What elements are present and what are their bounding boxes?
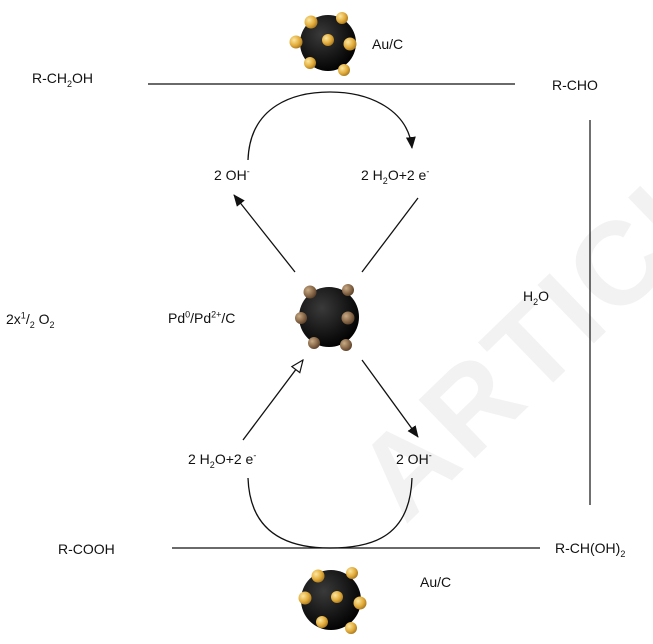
arrow-to-pd-open bbox=[242, 360, 303, 441]
hydroxide-label-lower: 2 OH- bbox=[396, 450, 432, 467]
water-electrons-label-upper: 2 H2O+2 e- bbox=[361, 166, 430, 186]
gem-diol-label: R-CH(OH)2 bbox=[555, 540, 626, 559]
hydroxide-label-upper: 2 OH- bbox=[214, 166, 250, 183]
water-electrons-label-lower: 2 H2O+2 e- bbox=[188, 450, 257, 470]
substrate-alcohol-label: R-CH2OH bbox=[32, 70, 94, 89]
arrow-to-upper-oh bbox=[233, 194, 296, 273]
pd-catalyst-label: Pd0/Pd2+/C bbox=[168, 309, 236, 326]
lower-arc bbox=[247, 477, 413, 549]
pd-particle bbox=[295, 284, 359, 351]
water-label: H2O bbox=[523, 288, 550, 307]
upper-arc-arrow bbox=[247, 91, 416, 161]
au-particle-top bbox=[289, 12, 357, 76]
au-c-label-bottom: Au/C bbox=[420, 574, 452, 590]
carboxylic-acid-label: R-COOH bbox=[58, 541, 115, 557]
aldehyde-label: R-CHO bbox=[552, 77, 598, 93]
arrow-to-lower-oh bbox=[361, 359, 419, 438]
au-particle-bottom bbox=[298, 567, 367, 634]
line-from-upper-h2o bbox=[361, 197, 419, 273]
au-c-label-top: Au/C bbox=[372, 36, 404, 52]
oxygen-label: 2x1/2 O2 bbox=[6, 310, 55, 330]
